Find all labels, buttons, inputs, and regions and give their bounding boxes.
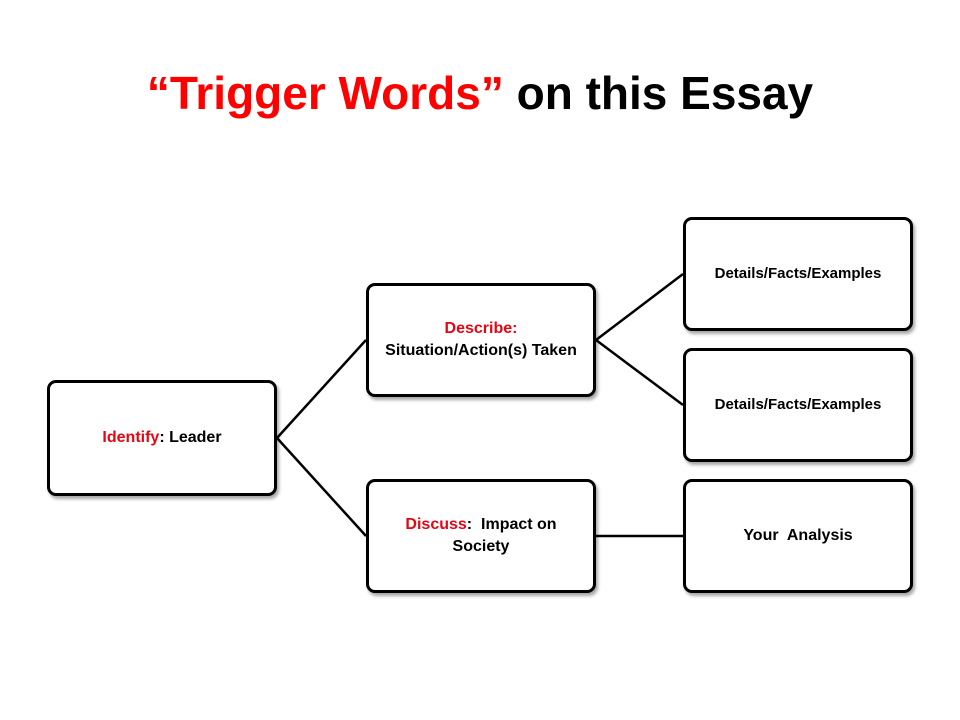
keyword-discuss: Discuss	[405, 516, 467, 533]
connector-identify-describe	[276, 339, 367, 439]
node-details-2-text: Details/Facts/Examples	[714, 396, 882, 413]
node-identify-leader: Identify: Leader	[47, 380, 277, 496]
node-details-facts-examples-1: Details/Facts/Examples	[683, 217, 913, 331]
node-discuss-text: : Impact on Society	[452, 516, 562, 555]
node-describe-text: Situation/Action(s) Taken	[385, 342, 577, 359]
connector-identify-discuss	[276, 437, 367, 537]
node-details-facts-examples-2: Details/Facts/Examples	[683, 348, 913, 462]
connector-describe-details-2	[595, 338, 684, 407]
title-open-quote: “	[146, 67, 170, 119]
keyword-describe: Describe:	[444, 320, 518, 337]
title-rest: on this Essay	[503, 67, 814, 119]
connector-describe-details-1	[595, 273, 684, 341]
title-trigger-words: Trigger Words	[169, 67, 481, 119]
keyword-identify: Identify	[102, 429, 160, 446]
node-analysis-text: Your Analysis	[743, 527, 853, 544]
node-your-analysis: Your Analysis	[683, 479, 913, 593]
node-discuss-impact: Discuss: Impact on Society	[366, 479, 596, 593]
title-close-quote: ”	[480, 67, 504, 119]
node-describe-situation: Describe: Situation/Action(s) Taken	[366, 283, 596, 397]
node-identify-text: : Leader	[159, 429, 222, 446]
node-details-1-text: Details/Facts/Examples	[714, 265, 882, 282]
slide-title: “Trigger Words” on this Essay	[0, 58, 960, 128]
